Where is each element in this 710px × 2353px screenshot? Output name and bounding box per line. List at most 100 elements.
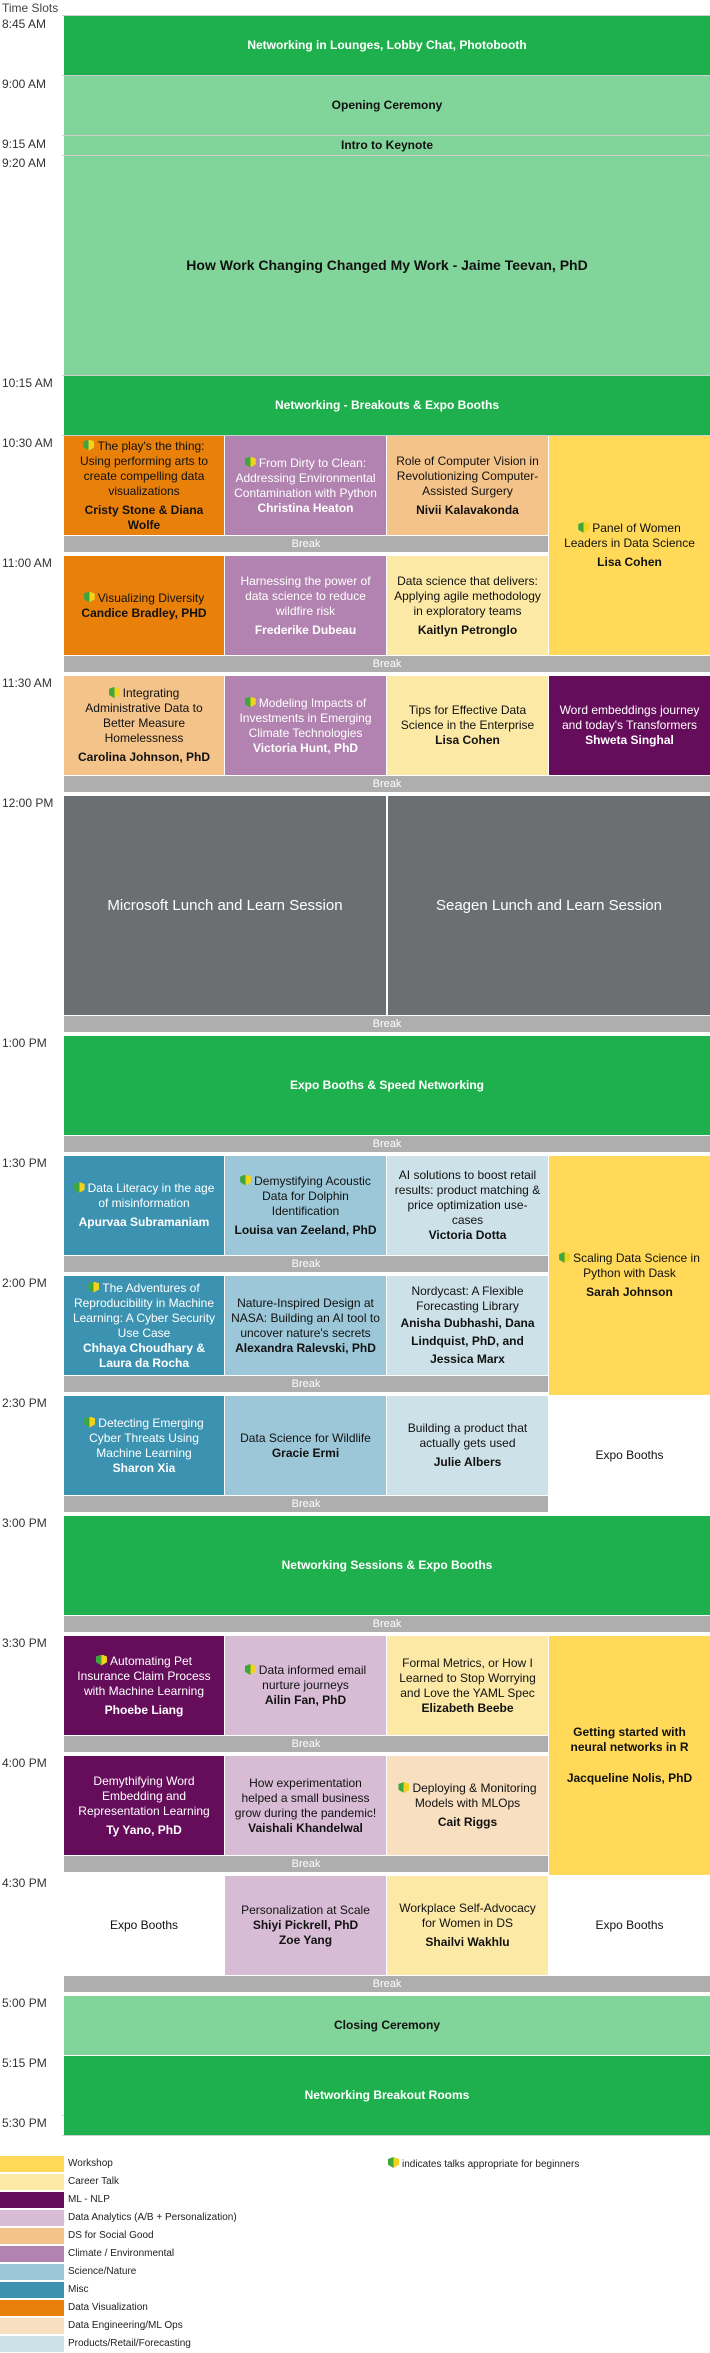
expo-booths-cell[interactable]: Expo Booths: [549, 1396, 710, 1515]
legend-swatch: [0, 2282, 64, 2298]
time-label: 2:00 PM: [2, 1276, 47, 1290]
time-label: 5:15 PM: [2, 2056, 47, 2070]
beginner-leaf-icon: [578, 522, 590, 533]
workshop-card[interactable]: Getting started with neural networks in …: [549, 1636, 710, 1875]
legend-swatch: [0, 2264, 64, 2280]
session-card[interactable]: Modeling Impacts of Investments in Emerg…: [225, 676, 386, 775]
time-label: 9:00 AM: [2, 77, 47, 91]
time-label: 11:30 AM: [2, 676, 52, 690]
time-label: 10:15 AM: [2, 376, 53, 390]
time-label: 12:00 PM: [2, 796, 54, 810]
session-card[interactable]: Word embeddings journey and today's Tran…: [549, 676, 710, 775]
session-card[interactable]: From Dirty to Clean: Addressing Environm…: [225, 436, 386, 535]
legend-label: Misc: [68, 2284, 89, 2295]
session-card[interactable]: Deploying & Monitoring Models with MLOps…: [387, 1756, 548, 1855]
break-bar: Break: [64, 1736, 548, 1752]
time-label: 4:00 PM: [2, 1756, 47, 1770]
networking-sessions-expo[interactable]: Networking Sessions & Expo Booths: [64, 1516, 710, 1615]
expo-booths-cell[interactable]: Expo Booths: [64, 1876, 224, 1975]
beginner-leaf-icon: [84, 1416, 96, 1428]
session-card[interactable]: How experimentation helped a small busin…: [225, 1756, 386, 1855]
closing-ceremony-session[interactable]: Closing Ceremony: [64, 1996, 710, 2055]
time-slots-header: Time Slots: [2, 1, 59, 15]
legend-label: Data Engineering/ML Ops: [68, 2320, 183, 2331]
session-card[interactable]: Demystifying Acoustic Data for Dolphin I…: [225, 1156, 386, 1255]
beginner-leaf-icon: [73, 1182, 85, 1193]
legend-swatch: [0, 2336, 64, 2352]
beginner-legend-note: indicates talks appropriate for beginner…: [388, 2157, 579, 2170]
legend-label: Products/Retail/Forecasting: [68, 2338, 191, 2349]
time-label: 3:30 PM: [2, 1636, 47, 1650]
session-card[interactable]: Integrating Administrative Data to Bette…: [64, 676, 224, 775]
time-label: 5:30 PM: [2, 2116, 47, 2130]
expo-booths-cell[interactable]: Expo Booths: [549, 1876, 710, 1975]
intro-keynote-session[interactable]: Intro to Keynote: [64, 136, 710, 155]
time-label: 1:00 PM: [2, 1036, 47, 1050]
beginner-leaf-icon: [83, 439, 95, 451]
legend-label: DS for Social Good: [68, 2230, 154, 2241]
beginner-leaf-icon: [88, 1281, 100, 1293]
session-card[interactable]: Detecting Emerging Cyber Threats Using M…: [64, 1396, 224, 1495]
beginner-leaf-icon: [108, 687, 120, 698]
session-card[interactable]: Nordycast: A Flexible Forecasting Librar…: [387, 1276, 548, 1375]
break-bar: Break: [64, 776, 710, 792]
break-bar: Break: [64, 656, 710, 672]
legend-swatch: [0, 2174, 64, 2190]
time-label: 3:00 PM: [2, 1516, 47, 1530]
legend-label: ML - NLP: [68, 2194, 110, 2205]
microsoft-lunch-session[interactable]: Microsoft Lunch and Learn Session: [64, 796, 386, 1015]
beginner-leaf-icon: [398, 1782, 410, 1793]
time-label: 2:30 PM: [2, 1396, 47, 1410]
expo-speed-networking-session[interactable]: Expo Booths & Speed Networking: [64, 1036, 710, 1135]
legend-swatch: [0, 2246, 64, 2262]
break-bar: Break: [64, 1136, 710, 1152]
beginner-leaf-icon: [95, 1654, 107, 1666]
session-card[interactable]: Demythifying Word Embedding and Represen…: [64, 1756, 224, 1855]
seagen-lunch-session[interactable]: Seagen Lunch and Learn Session: [388, 796, 710, 1015]
session-card[interactable]: AI solutions to boost retail results: pr…: [387, 1156, 548, 1255]
break-bar: Break: [64, 536, 548, 552]
legend-swatch: [0, 2300, 64, 2316]
session-card[interactable]: Building a product that actually gets us…: [387, 1396, 548, 1495]
session-card[interactable]: Formal Metrics, or How I Learned to Stop…: [387, 1636, 548, 1735]
session-card[interactable]: The Adventures of Reproducibility in Mac…: [64, 1276, 224, 1375]
session-card[interactable]: The play's the thing: Using performing a…: [64, 436, 224, 535]
session-card[interactable]: Role of Computer Vision in Revolutionizi…: [387, 436, 548, 535]
session-card[interactable]: Data Literacy in the age of misinformati…: [64, 1156, 224, 1255]
session-card[interactable]: Nature-Inspired Design at NASA: Building…: [225, 1276, 386, 1375]
break-bar: Break: [64, 1256, 548, 1272]
break-bar: Break: [64, 1376, 548, 1392]
legend-label: Data Visualization: [68, 2302, 148, 2313]
legend-swatch: [0, 2192, 64, 2208]
legend-label: Science/Nature: [68, 2266, 137, 2277]
time-label: 10:30 AM: [2, 436, 53, 450]
session-card[interactable]: Automating Pet Insurance Claim Process w…: [64, 1636, 224, 1735]
beginner-leaf-icon: [83, 591, 95, 603]
opening-ceremony-session[interactable]: Opening Ceremony: [64, 76, 710, 135]
time-label: 9:20 AM: [2, 156, 47, 170]
keynote-session[interactable]: How Work Changing Changed My Work - Jaim…: [64, 156, 710, 375]
legend-label: Data Analytics (A/B + Personalization): [68, 2212, 237, 2223]
networking-breakouts-session[interactable]: Networking - Breakouts & Expo Booths: [64, 376, 710, 435]
session-card[interactable]: Data science that delivers: Applying agi…: [387, 556, 548, 655]
time-label: 4:30 PM: [2, 1876, 47, 1890]
session-card[interactable]: Tips for Effective Data Science in the E…: [387, 676, 548, 775]
break-bar: Break: [64, 1496, 548, 1512]
beginner-leaf-icon: [244, 1664, 256, 1675]
workshop-card[interactable]: Scaling Data Science in Python with Dask…: [549, 1156, 710, 1395]
break-bar: Break: [64, 1976, 710, 1992]
networking-lounges-session[interactable]: Networking in Lounges, Lobby Chat, Photo…: [64, 16, 710, 75]
beginner-leaf-icon: [244, 456, 256, 468]
networking-breakout-rooms-session[interactable]: Networking Breakout Rooms: [64, 2056, 710, 2135]
legend-label: Workshop: [68, 2158, 113, 2169]
session-card[interactable]: Harnessing the power of data science to …: [225, 556, 386, 655]
beginner-leaf-icon: [388, 2157, 399, 2168]
beginner-leaf-icon: [244, 696, 256, 708]
legend-label: Climate / Environmental: [68, 2248, 175, 2259]
